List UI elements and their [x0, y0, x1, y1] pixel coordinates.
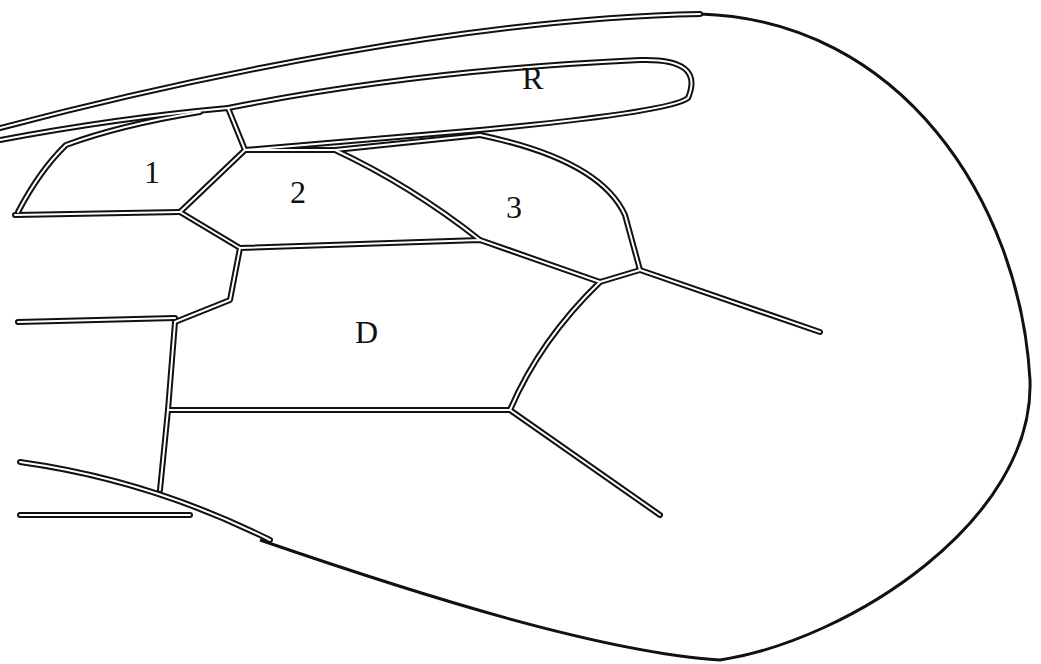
cell-label: R: [522, 62, 543, 94]
cell-label: 1: [144, 156, 160, 188]
cell-label: D: [355, 316, 378, 348]
cell-label: 3: [506, 191, 522, 223]
cell-label: 2: [290, 176, 306, 208]
